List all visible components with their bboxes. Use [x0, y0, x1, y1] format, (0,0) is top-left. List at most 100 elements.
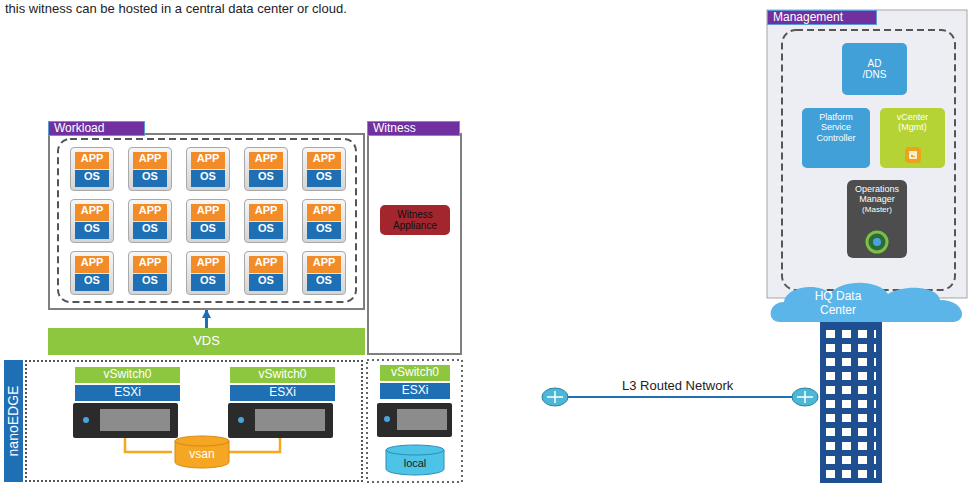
box-label: Witness Appliance: [383, 209, 447, 232]
local-datastore: local: [385, 444, 445, 476]
box-text: ESXi: [75, 385, 180, 401]
box-text: vCenter (Mgmt): [880, 108, 945, 146]
os-label: OS: [133, 274, 167, 291]
connector-arrow: [205, 310, 208, 328]
box-text: AD /DNS: [842, 43, 907, 95]
server-front: [397, 409, 447, 430]
app-os-tile: APPOS: [128, 147, 172, 191]
operations-icon-core: [873, 238, 881, 246]
app-os-tile: APPOS: [186, 147, 230, 191]
box-label: ESXi: [402, 384, 429, 398]
app-label: APP: [307, 256, 341, 273]
cylinder-top: [386, 445, 444, 455]
workload-group-outline: [58, 139, 356, 302]
box-label: vSwitch0: [103, 368, 151, 382]
app-label: APP: [249, 152, 283, 169]
server-front: [255, 409, 325, 431]
server-front: [100, 409, 170, 431]
vswitch-bar: vSwitch0: [75, 367, 180, 383]
server-body: [73, 403, 178, 438]
app-os-tile: APPOS: [186, 251, 230, 295]
vds-bar: VDS: [48, 328, 365, 355]
app-label: APP: [191, 204, 225, 221]
esxi-bar: ESXi: [75, 385, 180, 401]
os-label: OS: [75, 170, 109, 187]
panel-tab-label: Management: [767, 10, 877, 25]
vcenter-icon-bg: [905, 147, 921, 163]
ad-dns-box: AD /DNS: [842, 43, 907, 95]
nanoedge-side-bar: nanoEDGE: [4, 360, 23, 482]
shape-text: HQ Data Center: [798, 286, 878, 322]
workload-panel: WorkloadAPPOSAPPOSAPPOSAPPOSAPPOSAPPOSAP…: [48, 133, 365, 310]
building-windows: [826, 330, 876, 480]
app-os-tile: APPOS: [302, 251, 346, 295]
box-label: Platform Service Controller: [805, 112, 867, 143]
app-os-tile: APPOS: [128, 199, 172, 243]
nanoedge-label: nanoEDGE: [6, 386, 22, 457]
box-text: vSwitch0: [230, 367, 335, 383]
app-os-tile: APPOS: [70, 147, 114, 191]
management-group-outline: [782, 30, 955, 290]
os-label: OS: [307, 274, 341, 291]
witness-panel: WitnessWitness Appliance: [367, 133, 462, 355]
hq-cloud: HQ Data Center: [768, 280, 968, 324]
server-led: [384, 416, 390, 422]
app-label: APP: [191, 256, 225, 273]
server-led: [238, 417, 244, 423]
operations-icon-ring: [867, 232, 887, 252]
esxi-bar: ESXi: [380, 383, 450, 399]
app-os-tile: APPOS: [128, 251, 172, 295]
witness-host-outline: [367, 360, 462, 482]
server-body: [377, 403, 452, 437]
app-label: APP: [133, 204, 167, 221]
vswitch-bar: vSwitch0: [380, 365, 450, 381]
box-text: Witness Appliance: [380, 205, 450, 235]
box-label: AD /DNS: [859, 58, 891, 81]
box-label: ESXi: [269, 386, 296, 400]
panel-tab-label: Workload: [48, 121, 145, 136]
box-label: Operations Manager: [850, 184, 904, 205]
note-text: this witness can be hosted in a central …: [5, 1, 347, 16]
vsan-datastore: vsan: [174, 435, 230, 469]
router-arrows: [797, 391, 813, 403]
box-label: vSwitch0: [391, 366, 439, 380]
os-label: OS: [249, 274, 283, 291]
os-label: OS: [191, 274, 225, 291]
box-label: vSwitch0: [258, 368, 306, 382]
vcenter-box: vCenter (Mgmt): [880, 108, 945, 168]
os-label: OS: [249, 222, 283, 239]
building-body: [820, 322, 882, 483]
app-label: APP: [249, 256, 283, 273]
network-label: L3 Routed Network: [622, 378, 733, 393]
datastore-label: vsan: [189, 448, 214, 462]
box-text: vSwitch0: [380, 365, 450, 381]
app-label: APP: [191, 152, 225, 169]
app-label: APP: [307, 204, 341, 221]
cylinder-top: [175, 436, 229, 446]
os-label: OS: [307, 170, 341, 187]
app-label: APP: [307, 152, 341, 169]
box-label: VDS: [193, 334, 220, 349]
cloud-label: HQ Data Center: [808, 290, 868, 318]
box-text: vSwitch0: [75, 367, 180, 383]
vcenter-icon: [904, 146, 922, 164]
cloud-shape: [768, 280, 968, 324]
router-icon: [792, 388, 818, 406]
server-icon: [228, 403, 333, 438]
operations-manager-box: Operations Manager(Master): [847, 180, 907, 258]
box-text: ESXi: [380, 383, 450, 399]
server-icon: [377, 403, 452, 437]
box-text: VDS: [48, 328, 365, 355]
management-panel: Management AD /DNS Platform Service Contro…: [767, 10, 967, 298]
panel-tab-label: Witness: [367, 121, 460, 136]
shape-text: local: [385, 452, 445, 474]
app-os-tile: APPOS: [186, 199, 230, 243]
building-icon: [820, 322, 882, 483]
app-os-tile: APPOS: [244, 147, 288, 191]
app-label: APP: [75, 256, 109, 273]
app-label: APP: [133, 152, 167, 169]
app-os-tile: APPOS: [70, 199, 114, 243]
vswitch-bar: vSwitch0: [230, 367, 335, 383]
os-label: OS: [75, 274, 109, 291]
box-text: ESXi: [230, 385, 335, 401]
